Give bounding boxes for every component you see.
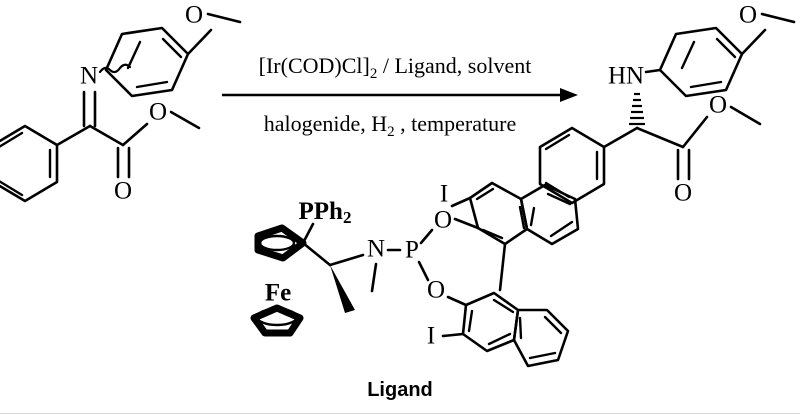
ligand-iodine-bottom-label: I [427, 323, 435, 350]
product-bond-alpha-phenyl [602, 126, 639, 149]
svg-text:halogenide, H2 , temperature: halogenide, H2 , temperature [264, 111, 516, 140]
ligand-iodine-top-group: I [440, 181, 472, 208]
ligand-bond-o-naphthalene-top [453, 217, 480, 230]
product-hashed-wedge-stereobond [629, 92, 645, 126]
product-structure: O HN [538, 2, 796, 207]
ligand-lower-naphthalene [461, 291, 570, 368]
product-bond-alpha-carbonyl [635, 126, 685, 149]
product-amine-label: HN [608, 63, 644, 90]
reaction-arrow-group [222, 88, 578, 102]
conditions-below-arrow: halogenide, H2 , temperature [264, 111, 516, 140]
product-methoxyphenyl-ring [658, 26, 744, 98]
product-ester-group: O [681, 92, 762, 149]
ligand-phosphorus-label: P [405, 237, 419, 264]
product-carbonyl-double-bond: O [674, 148, 692, 207]
additive-rest: , temperature [395, 111, 517, 136]
ligand-ferrocene-top-cp [254, 224, 307, 262]
ligand-bond-stereocenter-nitrogen [328, 253, 365, 267]
substrate-imine-nitrogen-label: N [80, 63, 98, 90]
product-ester-oxygen-label: O [709, 92, 727, 119]
substrate-ester-oxygen-label: O [149, 99, 167, 126]
ligand-bond-p-o-top [419, 228, 434, 245]
ligand-iron-label: Fe [265, 280, 291, 307]
ligand-caption: Ligand [367, 379, 433, 401]
catalyst-rest: / Ligand, solvent [377, 53, 531, 78]
ligand-structure: PPh2 Fe N [250, 181, 580, 368]
additive-subscript: 2 [387, 124, 395, 140]
ligand-phosphine-group: PPh2 [299, 198, 352, 245]
product-methoxy-oxygen-label: O [739, 2, 757, 29]
substrate-imine-double-bond [82, 90, 97, 128]
substrate-phenyl-ring [0, 124, 59, 203]
product-methoxy-group: O [739, 2, 796, 56]
product-phenyl-ring [538, 126, 606, 205]
substrate-ester-group: O [121, 99, 201, 147]
additive-label: halogenide, H [264, 111, 388, 136]
ligand-oxygen-bottom-label: O [427, 277, 445, 304]
substrate-carbonyl-oxygen-label: O [114, 178, 132, 205]
ligand-bond-p-o-bottom [417, 260, 430, 282]
product-carbonyl-oxygen-label: O [674, 180, 692, 207]
ligand-bond-o-naphthalene-bottom [446, 295, 468, 307]
ligand-ferrocene-bottom-cp [250, 304, 304, 337]
substrate-bond-alpha-carbonyl [88, 124, 125, 147]
ligand-upper-naphthalene [468, 181, 580, 246]
ligand-bond-cp-stereocenter [301, 241, 332, 267]
ligand-n-methyl-bond [370, 262, 378, 293]
catalyst-subscript: 2 [370, 66, 378, 82]
ligand-solid-wedge-methyl [330, 265, 355, 313]
substrate-structure: O N [0, 2, 242, 205]
conditions-above-arrow: [Ir(COD)Cl]2 / Ligand, solvent [259, 53, 532, 82]
ligand-pph2-label: PPh2 [299, 198, 352, 227]
substrate-methoxyphenyl-ring [104, 26, 190, 98]
substrate-methoxy-group: O [185, 2, 242, 56]
svg-text:[Ir(COD)Cl]2 / Ligand, solvent: [Ir(COD)Cl]2 / Ligand, solvent [259, 53, 532, 82]
ligand-binaphthyl-axial-bond [498, 242, 507, 292]
substrate-wavy-bond [98, 63, 132, 74]
ligand-nitrogen-label: N [367, 236, 385, 263]
ligand-oxygen-top-label: O [434, 207, 452, 234]
substrate-carbonyl-double-bond: O [114, 146, 132, 205]
catalyst-label: [Ir(COD)Cl] [259, 53, 370, 78]
substrate-bond-alpha-phenyl [55, 124, 92, 147]
product-bond-n-aryl [644, 68, 662, 74]
ligand-iodine-top-label: I [440, 181, 448, 208]
reaction-arrow-head [560, 88, 578, 102]
ligand-iodine-bottom-group: I [427, 323, 465, 350]
substrate-methoxy-oxygen-label: O [185, 2, 203, 29]
